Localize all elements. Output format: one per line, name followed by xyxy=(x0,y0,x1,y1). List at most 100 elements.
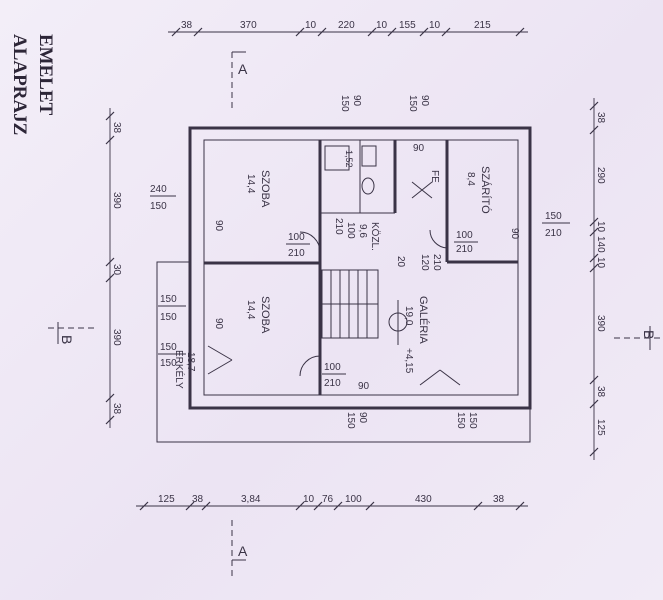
svg-text:150: 150 xyxy=(160,294,177,305)
svg-text:90: 90 xyxy=(509,228,520,240)
dimension-tick xyxy=(365,501,375,511)
section-marker-b-right: B xyxy=(614,326,660,350)
svg-text:150: 150 xyxy=(545,211,562,222)
svg-text:B: B xyxy=(59,335,75,344)
dimension-tick xyxy=(589,217,599,227)
dimension-label: 38 xyxy=(192,494,204,505)
dimension-tick xyxy=(589,227,599,237)
dimension-tick xyxy=(105,257,115,267)
dimension-tick xyxy=(367,27,377,37)
dimension-label: 125 xyxy=(595,419,606,436)
svg-text:90: 90 xyxy=(213,318,224,330)
svg-text:150: 150 xyxy=(467,412,478,429)
svg-text:90: 90 xyxy=(213,220,224,232)
dimension-label: 10 xyxy=(429,20,441,31)
gallery-circle-symbol xyxy=(388,300,408,345)
dimension-label: 390 xyxy=(595,315,606,332)
svg-text:100: 100 xyxy=(288,232,305,243)
dimension-tick xyxy=(295,501,305,511)
dimension-tick xyxy=(589,125,599,135)
svg-text:FE: FE xyxy=(429,170,440,183)
room-label-szarito: SZÁRÍTÓ 8,4 xyxy=(465,166,492,214)
dimension-label: 290 xyxy=(595,167,606,184)
building-outline xyxy=(156,126,532,443)
dimension-label: 30 xyxy=(111,264,122,276)
dimension-label: 220 xyxy=(338,20,355,31)
svg-text:90: 90 xyxy=(419,95,430,107)
title-line-2: ALAPRAJZ xyxy=(9,34,30,135)
svg-text:ERKÉLY: ERKÉLY xyxy=(173,350,186,389)
dimension-tick xyxy=(105,135,115,145)
svg-text:150: 150 xyxy=(339,95,350,112)
dimension-label: 215 xyxy=(474,20,491,31)
section-marker-b-left: B xyxy=(48,322,98,344)
dimension-tick xyxy=(139,501,149,511)
svg-text:210: 210 xyxy=(545,228,562,239)
room-label-szoba-1: SZOBA 14,4 xyxy=(245,170,271,208)
dimension-label: 100 xyxy=(345,494,362,505)
dimension-tick xyxy=(515,27,525,37)
dimension-label: 38 xyxy=(493,494,505,505)
svg-text:100: 100 xyxy=(456,230,473,241)
dimension-label: 38 xyxy=(111,122,122,134)
dimension-label: 10 xyxy=(376,20,388,31)
dimension-label: 140 xyxy=(595,236,606,253)
dimension-label: 38 xyxy=(595,386,606,398)
room-label-wc: 1,52 xyxy=(344,150,354,168)
section-marker-a-bottom: A xyxy=(231,520,248,578)
dimension-label: 370 xyxy=(240,20,257,31)
svg-text:150: 150 xyxy=(345,412,356,429)
room-label-galeria: GALÉRIA 19,0 +4,15 xyxy=(403,296,430,374)
dimension-label: 10 xyxy=(305,20,317,31)
drawing-title: EMELET ALAPRAJZ xyxy=(9,34,56,135)
svg-text:240: 240 xyxy=(150,184,167,195)
dimension-tick xyxy=(589,263,599,273)
svg-text:9,6: 9,6 xyxy=(357,224,368,238)
svg-text:210: 210 xyxy=(288,248,305,259)
svg-text:90: 90 xyxy=(413,143,425,154)
room-label-erkely: ERKÉLY 18,7 xyxy=(173,350,196,389)
dimension-label: 430 xyxy=(415,494,432,505)
dimension-tick xyxy=(333,501,343,511)
dimension-tick xyxy=(589,375,599,385)
svg-text:1,52: 1,52 xyxy=(344,150,354,168)
svg-text:150: 150 xyxy=(455,412,466,429)
svg-text:210: 210 xyxy=(456,244,473,255)
dimension-tick xyxy=(171,27,181,37)
dimension-label: 38 xyxy=(111,403,122,415)
dimension-tick xyxy=(105,273,115,283)
svg-text:14,4: 14,4 xyxy=(245,300,256,320)
svg-text:KÖZL.: KÖZL. xyxy=(369,222,381,251)
svg-text:150: 150 xyxy=(407,95,418,112)
dimension-label: 125 xyxy=(158,494,175,505)
dimension-label: 10 xyxy=(303,494,315,505)
svg-text:150: 150 xyxy=(150,201,167,212)
room-label-fe: FE xyxy=(429,170,440,183)
dimension-tick xyxy=(589,447,599,457)
svg-text:210: 210 xyxy=(324,378,341,389)
section-marker-a-top: A xyxy=(231,51,248,108)
dimension-label: 10 xyxy=(595,221,606,233)
dimension-label: 38 xyxy=(181,20,193,31)
dimension-tick xyxy=(387,27,397,37)
opening-labels: 240 150 150 150 150 150 150 210 150 150 … xyxy=(150,95,570,429)
dimension-label: 76 xyxy=(322,494,334,505)
dimension-tick xyxy=(185,501,195,511)
dimension-tick xyxy=(201,501,211,511)
svg-text:150: 150 xyxy=(160,312,177,323)
dimension-label: 3,84 xyxy=(241,494,261,505)
svg-text:18,7: 18,7 xyxy=(185,352,196,372)
svg-text:SZOBA: SZOBA xyxy=(259,296,271,334)
dimension-tick xyxy=(105,415,115,425)
dimension-label: 390 xyxy=(111,329,122,346)
dimension-tick xyxy=(419,27,429,37)
svg-text:14,4: 14,4 xyxy=(245,174,256,194)
dimension-tick xyxy=(441,27,451,37)
dimension-tick xyxy=(105,393,115,403)
svg-text:150: 150 xyxy=(160,358,177,369)
dimension-tick xyxy=(193,27,203,37)
svg-text:150: 150 xyxy=(160,342,177,353)
